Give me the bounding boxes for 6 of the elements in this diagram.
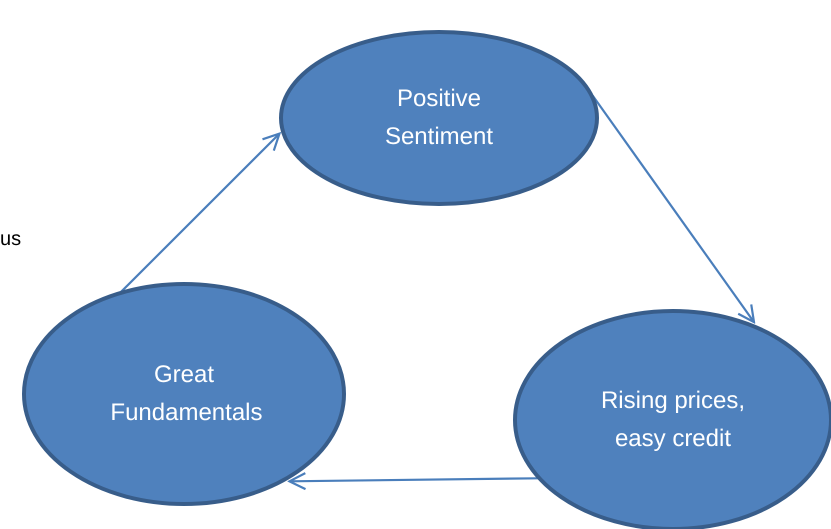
node-label: Positive Sentiment <box>384 84 494 152</box>
arrow <box>288 472 538 490</box>
arrow <box>592 94 756 324</box>
node-label: Rising prices, easy credit <box>600 386 746 454</box>
text-fragment: us <box>0 228 22 251</box>
arrow <box>120 132 281 293</box>
